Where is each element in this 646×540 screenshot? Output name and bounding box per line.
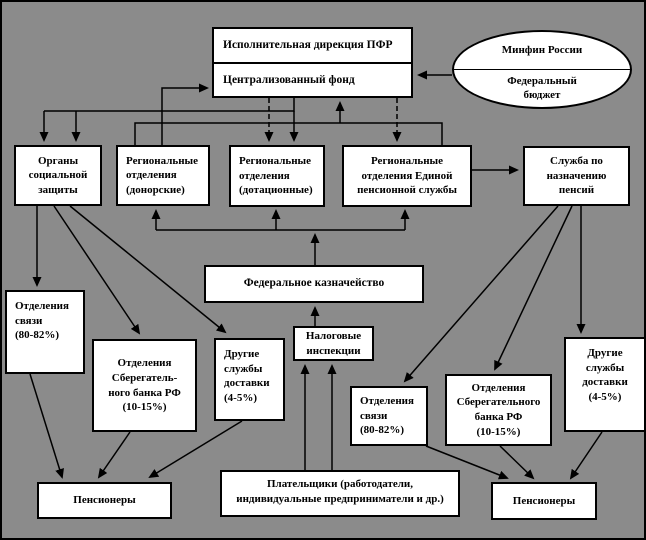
node-minfin-oval: Минфин России Федеральный бюджет bbox=[452, 30, 632, 109]
node-regional-eps: Региональные отделения Единой пенсионной… bbox=[342, 145, 472, 207]
node-regional-subsidized: Региональные отделения (дотационные) bbox=[229, 145, 325, 207]
node-regional-donor: Региональные отделения (донорские) bbox=[116, 145, 210, 206]
node-post-offices-right: Отделения связи (80-82%) bbox=[350, 386, 428, 446]
edge-service-to-sber-right bbox=[494, 205, 573, 371]
edge-service-to-post-right bbox=[403, 205, 559, 383]
node-sberbank-left: Отделения Сберегатель- ного банка РФ (10… bbox=[92, 339, 197, 432]
node-executive-directorate: Исполнительная дирекция ПФР Централизова… bbox=[212, 27, 413, 98]
centralized-fund-label: Централизованный фонд bbox=[214, 61, 411, 97]
node-pensioners-right: Пенсионеры bbox=[491, 482, 597, 520]
node-pension-assignment-service: Служба по назначению пенсий bbox=[523, 146, 630, 206]
node-payers: Плательщики (работодатели, индивидуальны… bbox=[220, 470, 460, 517]
node-post-offices-left: Отделения связи (80-82%) bbox=[5, 290, 85, 374]
node-federal-treasury: Федеральное казначейство bbox=[204, 265, 424, 303]
edge-fund-distribution bbox=[44, 98, 295, 112]
node-tax-inspections: Налоговые инспекции bbox=[293, 326, 374, 361]
edge-other-right-to-pensioners bbox=[569, 431, 603, 480]
edge-other-left-to-pensioners bbox=[148, 420, 243, 479]
node-other-delivery-left: Другие службы доставки (4-5%) bbox=[214, 338, 285, 421]
edge-post-left-to-pensioners bbox=[29, 373, 64, 479]
edge-collection-line bbox=[134, 122, 443, 145]
edge-sber-left-to-pensioners bbox=[97, 431, 131, 479]
node-other-delivery-right: Другие службы доставки (4-5%) bbox=[564, 337, 644, 432]
federal-budget-label: Федеральный бюджет bbox=[454, 69, 630, 107]
node-sberbank-right: Отделения Сберегательного банка РФ (10-1… bbox=[445, 374, 552, 446]
edge-sber-right-to-pensioners bbox=[499, 445, 535, 480]
edge-donor-to-fund bbox=[161, 83, 209, 145]
edge-post-right-to-pensioners bbox=[425, 445, 509, 480]
minfin-label: Минфин России bbox=[501, 43, 583, 56]
edge-social-to-sber-left bbox=[53, 205, 141, 335]
node-social-protection: Органы социальной защиты bbox=[14, 145, 102, 206]
node-pensioners-left: Пенсионеры bbox=[37, 482, 172, 519]
directorate-label: Исполнительная дирекция ПФР bbox=[223, 39, 393, 52]
edge-social-to-other-left bbox=[69, 205, 227, 334]
